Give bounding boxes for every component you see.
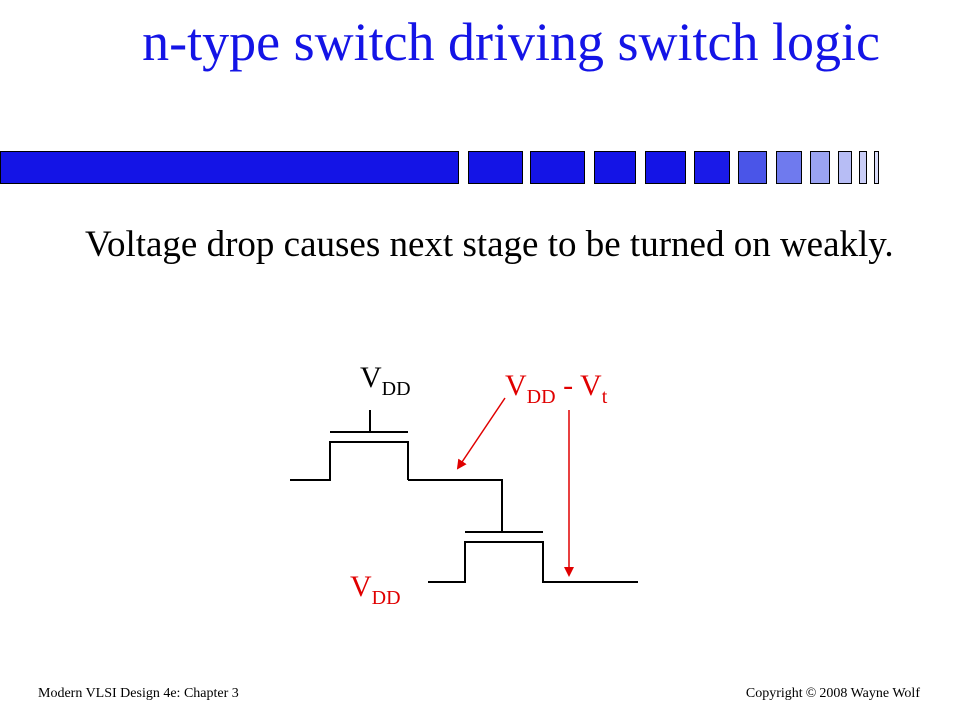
title-bar-segment [468, 151, 523, 184]
title-bar-segment [859, 151, 867, 184]
title-bar-segment [694, 151, 730, 184]
label-vdd-vt-main: V [505, 369, 527, 402]
title-bar-segment [645, 151, 686, 184]
transistor-1 [290, 410, 409, 481]
channel-1 [290, 441, 409, 481]
label-vdd-vt-sub: DD [526, 386, 556, 408]
label-vdd-source: VDD [350, 570, 401, 609]
title-bar-segment [0, 151, 459, 184]
title-bar-segment [810, 151, 830, 184]
title-bar-segment [530, 151, 585, 184]
label-vdd-vt-mid: - V [555, 369, 602, 402]
output-wire-1 [408, 479, 503, 532]
footer-copyright: Copyright©2008 Wayne Wolf [746, 686, 920, 702]
transistor-2 [428, 531, 638, 583]
title-bar-segment [738, 151, 767, 184]
label-vdd-gate-main: V [360, 361, 382, 394]
label-vdd-source-main: V [350, 570, 372, 603]
channel-2 [428, 541, 638, 583]
title-bar-segment [874, 151, 879, 184]
label-vdd-vt-sub2: t [601, 386, 608, 408]
label-vdd-gate-sub: DD [381, 378, 411, 400]
label-vdd-gate: VDD [360, 361, 411, 400]
body-text: Voltage drop causes next stage to be tur… [85, 224, 894, 265]
title-bar-segment [594, 151, 636, 184]
title-bar-segment [776, 151, 802, 184]
copyright-icon: © [805, 686, 817, 701]
title-bar-segment [838, 151, 852, 184]
interconnect [408, 479, 503, 532]
slide-title: n-type switch driving switch logic [142, 12, 880, 72]
footer-chapter: Modern VLSI Design 4e: Chapter 3 [38, 686, 239, 701]
arrow-to-node [456, 397, 506, 470]
label-vdd-source-sub: DD [371, 587, 401, 609]
title-decorative-bar [0, 151, 879, 184]
label-vdd-minus-vt: VDD - Vt [505, 369, 607, 408]
copyright-prefix: Copyright [745, 686, 803, 701]
copyright-rest: 2008 Wayne Wolf [819, 686, 920, 701]
